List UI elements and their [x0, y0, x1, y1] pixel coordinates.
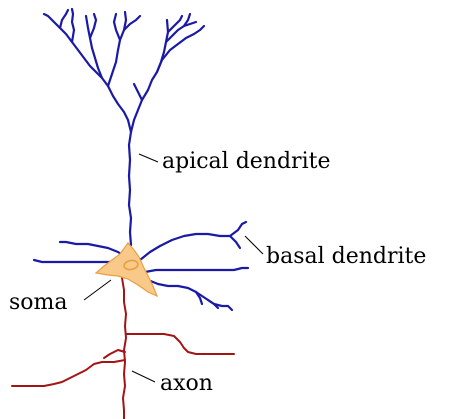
basal-dendrite-label: basal dendrite	[266, 244, 426, 269]
apical-dendrite-label: apical dendrite	[162, 149, 330, 174]
soma-label: soma	[9, 290, 68, 315]
basal-leader-line	[245, 236, 263, 254]
axon-label: axon	[160, 371, 213, 396]
apical-dendrite	[44, 9, 204, 245]
soma-leader-line	[84, 280, 111, 300]
apical-leader-line	[139, 154, 158, 162]
axon-leader-line	[132, 371, 155, 382]
soma-body	[96, 243, 157, 296]
